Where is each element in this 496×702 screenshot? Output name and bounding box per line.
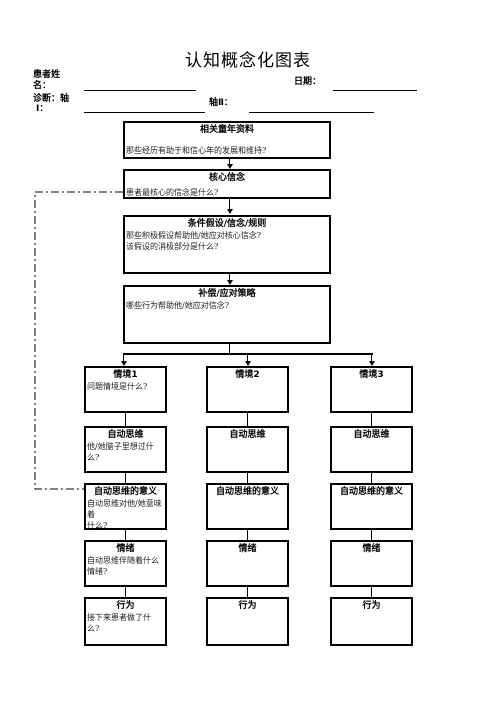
meaning-1-question-line3: 什么? [87,521,108,530]
compensatory-strategies-question: 哪些行为帮助他/她应对信念? [126,301,229,310]
arrow-down-icon [227,164,233,169]
behavior-1-question-line2: 么? [87,624,100,633]
connector [229,274,230,281]
connector [125,530,126,540]
branch-line [123,353,373,355]
behavior-2-box[interactable]: 行为 [206,597,289,646]
date-label: 日期： [294,77,322,87]
connector [371,353,372,362]
behavior-1-question-line1: 接下来患者做了什 [87,613,151,622]
emotion-1-question: 自动思维伴随着什么情绪? [87,556,159,576]
patient-name-label-line1: 患者姓 [33,70,61,80]
situation-2-box[interactable]: 情境2 [206,366,289,413]
emotion-1-title: 情绪 [116,544,135,554]
connector [371,530,372,540]
connector [247,530,248,540]
behavior-1-title: 行为 [116,601,135,611]
connector [247,353,248,362]
conditional-assumptions-title: 条件假设/信念/规则 [187,219,267,229]
situation-3-title: 情境3 [359,370,384,380]
meaning-1-box[interactable]: 自动思维的意义 自动思维对他/她意味 着 什么? [84,483,167,530]
diagnosis-label: 诊断：轴 [33,94,70,104]
axis1-field[interactable] [84,112,205,113]
meaning-3-title: 自动思维的意义 [339,487,403,497]
connector [125,587,126,597]
emotion-2-box[interactable]: 情绪 [206,540,289,587]
connector [229,159,230,165]
arrow-down-icon [245,361,251,366]
connector [123,353,124,362]
meaning-2-title: 自动思维的意义 [215,487,279,497]
conditional-assumptions-question-2: 该假设的消极部分是什么? [126,242,219,251]
auto-thought-1-question: 他/她脑子里想过什么? [87,442,154,462]
connector [247,587,248,597]
axis2-label: 轴Ⅱ： [209,98,233,108]
situation-1-title: 情境1 [113,370,138,380]
behavior-3-title: 行为 [362,601,381,611]
connector [371,413,372,426]
behavior-3-box[interactable]: 行为 [330,597,413,646]
arrow-down-icon [369,361,375,366]
situation-1-box[interactable]: 情境1 问题情境是什么? [84,366,167,413]
date-field[interactable] [333,90,417,91]
meaning-1-title: 自动思维的意义 [93,487,157,497]
connector [371,473,372,483]
conditional-assumptions-question-1: 那些积极假设帮助他/她应对核心信念? [126,231,261,240]
situation-3-box[interactable]: 情境3 [330,366,413,413]
connector [247,473,248,483]
arrow-down-icon [227,280,233,285]
arrow-down-icon [227,209,233,214]
meaning-3-box[interactable]: 自动思维的意义 [330,483,413,530]
auto-thought-3-title: 自动思维 [353,430,390,440]
childhood-data-question: 那些经历有助于和信心年的发展和维持? [126,146,267,155]
arrow-down-icon [121,361,127,366]
auto-thought-2-title: 自动思维 [229,430,266,440]
connector [229,199,230,210]
patient-name-label-line2: 名： [33,81,52,91]
axis2-field[interactable] [249,112,374,113]
core-belief-question: 患者最核心的信念是什么? [126,188,219,197]
childhood-data-title: 相关童年资料 [199,125,254,135]
core-belief-title: 核心信念 [208,173,245,183]
core-belief-box[interactable]: 核心信念 患者最核心的信念是什么? [123,169,331,199]
page-title: 认知概念化图表 [185,51,311,71]
situation-2-title: 情境2 [235,370,260,380]
meaning-2-box[interactable]: 自动思维的意义 [206,483,289,530]
behavior-2-title: 行为 [238,601,257,611]
conditional-assumptions-box[interactable]: 条件假设/信念/规则 那些积极假设帮助他/她应对核心信念? 该假设的消极部分是什… [123,215,331,274]
connector [247,413,248,426]
meaning-1-question-line2: 着 [87,510,95,519]
emotion-3-box[interactable]: 情绪 [330,540,413,587]
situation-1-question: 问题情境是什么? [87,382,148,391]
auto-thought-1-box[interactable]: 自动思维 他/她脑子里想过什么? [84,426,167,473]
behavior-1-box[interactable]: 行为 接下来患者做了什 么? [84,597,167,646]
compensatory-strategies-box[interactable]: 补偿/应对策略 哪些行为帮助他/她应对信念? [123,285,331,344]
connector [125,473,126,483]
axis1-label: Ⅰ： [36,104,49,114]
emotion-2-title: 情绪 [238,544,257,554]
emotion-1-box[interactable]: 情绪 自动思维伴随着什么情绪? [84,540,167,587]
emotion-3-title: 情绪 [362,544,381,554]
auto-thought-3-box[interactable]: 自动思维 [330,426,413,473]
connector [125,413,126,426]
childhood-data-box[interactable]: 相关童年资料 那些经历有助于和信心年的发展和维持? [123,121,331,159]
patient-name-field[interactable] [84,90,196,91]
compensatory-strategies-title: 补偿/应对策略 [198,289,256,299]
connector [371,587,372,597]
connector [229,344,230,353]
meaning-1-question-line1: 自动思维对他/她意味 [87,499,162,508]
auto-thought-2-box[interactable]: 自动思维 [206,426,289,473]
auto-thought-1-title: 自动思维 [107,430,144,440]
patient-name-label: 患者姓 名： [33,70,60,92]
